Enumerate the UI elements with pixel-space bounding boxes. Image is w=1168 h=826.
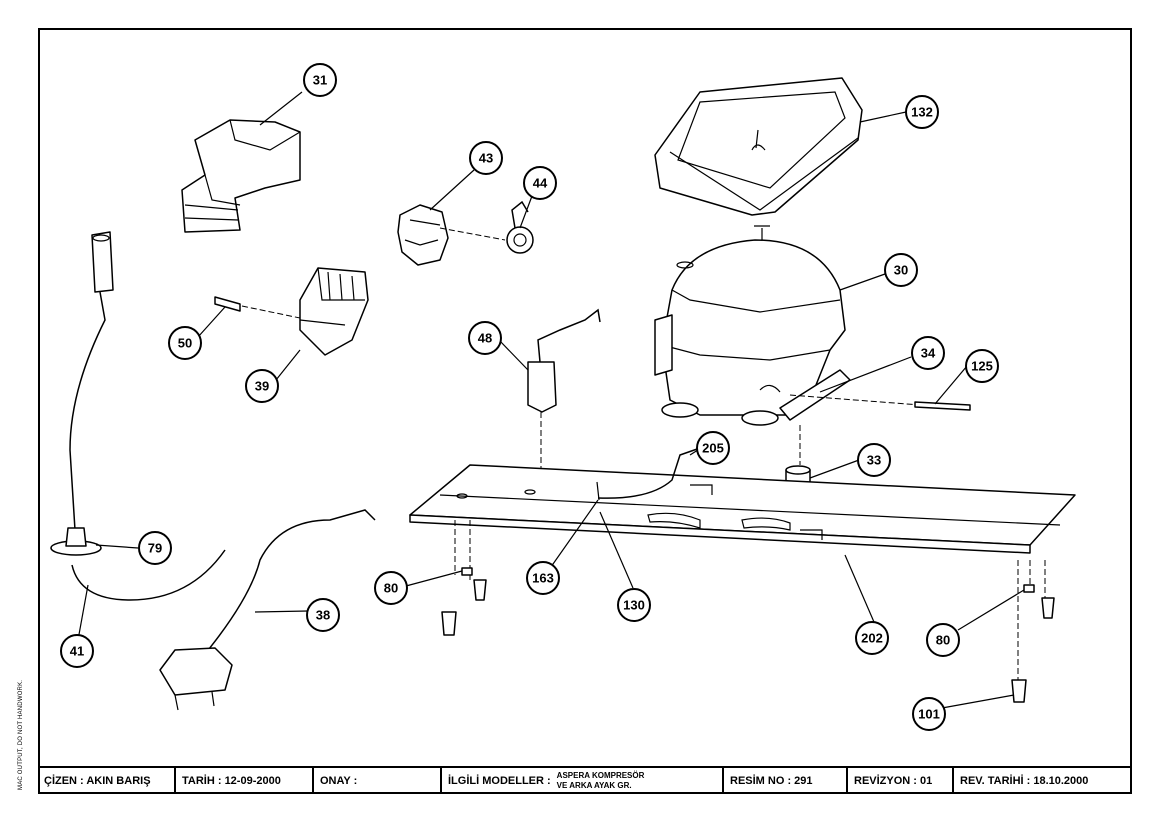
svg-text:80: 80: [936, 633, 950, 648]
svg-text:33: 33: [867, 453, 881, 468]
callout-43: 43: [469, 141, 503, 175]
svg-text:163: 163: [532, 571, 554, 586]
approval-cell: ONAY :: [314, 768, 442, 794]
part-38-power-cable: [159, 509, 376, 711]
related-models-line-1: ASPERA KOMPRESÖR: [556, 771, 645, 780]
svg-text:41: 41: [70, 644, 84, 659]
svg-text:130: 130: [623, 598, 645, 613]
callout-41: 41: [60, 634, 94, 668]
callout-80-left: 80: [374, 571, 408, 605]
svg-text:79: 79: [148, 541, 162, 556]
part-44-protector: [506, 200, 534, 254]
callout-79: 79: [138, 531, 172, 565]
part-43-relay-clip: [397, 204, 506, 266]
callout-163: 163: [526, 561, 560, 595]
svg-text:30: 30: [894, 263, 908, 278]
callout-33: 33: [857, 443, 891, 477]
callout-125: 125: [965, 349, 999, 383]
svg-text:132: 132: [911, 105, 933, 120]
related-models-cell: İLGİLİ MODELLER : ASPERA KOMPRESÖR VE AR…: [442, 768, 724, 794]
side-note: MAC OUTPUT, DO NOT HANDWORK.: [18, 679, 24, 790]
part-30-compressor: [654, 225, 921, 426]
related-models-values: ASPERA KOMPRESÖR VE ARKA AYAK GR.: [557, 771, 645, 791]
callout-44: 44: [523, 166, 557, 200]
part-41-lamp-cord: [50, 231, 226, 601]
svg-text:202: 202: [861, 631, 883, 646]
svg-text:50: 50: [178, 336, 192, 351]
leader-lines: [77, 91, 1025, 709]
callout-39: 39: [245, 369, 279, 403]
revision-cell: REVİZYON : 01: [848, 768, 954, 794]
callout-205: 205: [696, 431, 730, 465]
part-39-relay: [299, 267, 369, 356]
screws-left: [441, 567, 487, 636]
related-models-label: İLGİLİ MODELLER :: [448, 775, 551, 787]
title-block: ÇİZEN : AKIN BARIŞ TARİH : 12-09-2000 ON…: [38, 766, 1132, 794]
drawn-by-cell: ÇİZEN : AKIN BARIŞ: [38, 768, 176, 794]
svg-text:125: 125: [971, 359, 993, 374]
callout-132: 132: [905, 95, 939, 129]
part-132-cover: [654, 77, 863, 216]
part-202-base-plate: [409, 447, 1076, 680]
callout-34: 34: [911, 336, 945, 370]
svg-text:101: 101: [918, 707, 940, 722]
callout-30: 30: [884, 253, 918, 287]
drawing-number-cell: RESİM NO : 291: [724, 768, 848, 794]
callout-130: 130: [617, 588, 651, 622]
date-cell: TARİH : 12-09-2000: [176, 768, 314, 794]
callout-101: 101: [912, 697, 946, 731]
svg-text:39: 39: [255, 379, 269, 394]
part-48-capacitor: [527, 308, 601, 480]
part-31-bracket: [181, 119, 301, 233]
drawing-frame: [38, 28, 1132, 794]
svg-text:31: 31: [313, 73, 327, 88]
callout-50: 50: [168, 326, 202, 360]
svg-text:44: 44: [533, 176, 548, 191]
callout-31: 31: [303, 63, 337, 97]
revision-date-cell: REV. TARİHİ : 18.10.2000: [960, 775, 1089, 787]
callout-80-right: 80: [926, 623, 960, 657]
svg-text:48: 48: [478, 331, 492, 346]
callout-202: 202: [855, 621, 889, 655]
related-models-line-2: VE ARKA AYAK GR.: [556, 781, 632, 790]
svg-text:43: 43: [479, 151, 493, 166]
svg-text:34: 34: [921, 346, 936, 361]
part-50-screw: [214, 296, 301, 319]
svg-text:38: 38: [316, 608, 330, 623]
svg-text:80: 80: [384, 581, 398, 596]
callout-48: 48: [468, 321, 502, 355]
svg-text:205: 205: [702, 441, 724, 456]
callout-38: 38: [306, 598, 340, 632]
part-125-pin: [914, 401, 971, 411]
